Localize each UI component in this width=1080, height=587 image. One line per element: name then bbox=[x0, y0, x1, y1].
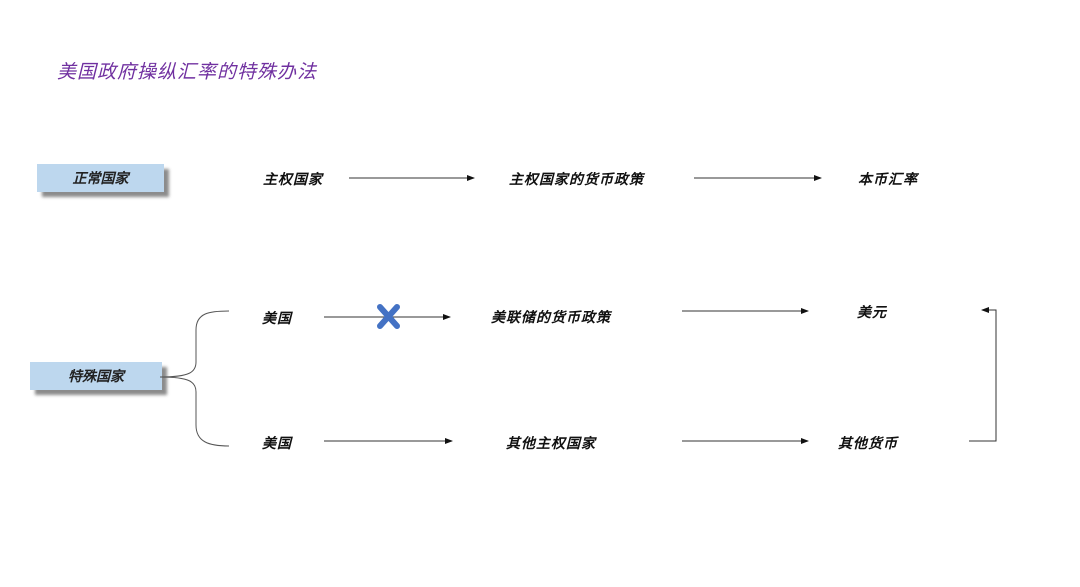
normal-country-box: 正常国家 bbox=[37, 164, 164, 192]
special-country-label: 特殊国家 bbox=[68, 369, 124, 385]
row2-usa: 美国 bbox=[262, 311, 292, 327]
curly-brace bbox=[159, 310, 230, 447]
row3-other-sovereigns: 其他主权国家 bbox=[506, 436, 596, 452]
row3-usa: 美国 bbox=[262, 436, 292, 452]
row2-usd: 美元 bbox=[857, 305, 887, 321]
row3-other-currencies: 其他货币 bbox=[838, 436, 898, 452]
row1-sovereign-state: 主权国家 bbox=[263, 172, 323, 188]
row1-exchange-rate: 本币汇率 bbox=[858, 172, 918, 188]
row2-fed-policy: 美联储的货币政策 bbox=[491, 310, 611, 326]
special-country-box: 特殊国家 bbox=[30, 362, 162, 390]
row1-monetary-policy: 主权国家的货币政策 bbox=[509, 172, 644, 188]
return-elbow-connector bbox=[969, 307, 997, 442]
blocked-cross-icon bbox=[377, 304, 400, 329]
page-title: 美国政府操纵汇率的特殊办法 bbox=[57, 61, 318, 83]
normal-country-label: 正常国家 bbox=[72, 171, 129, 187]
